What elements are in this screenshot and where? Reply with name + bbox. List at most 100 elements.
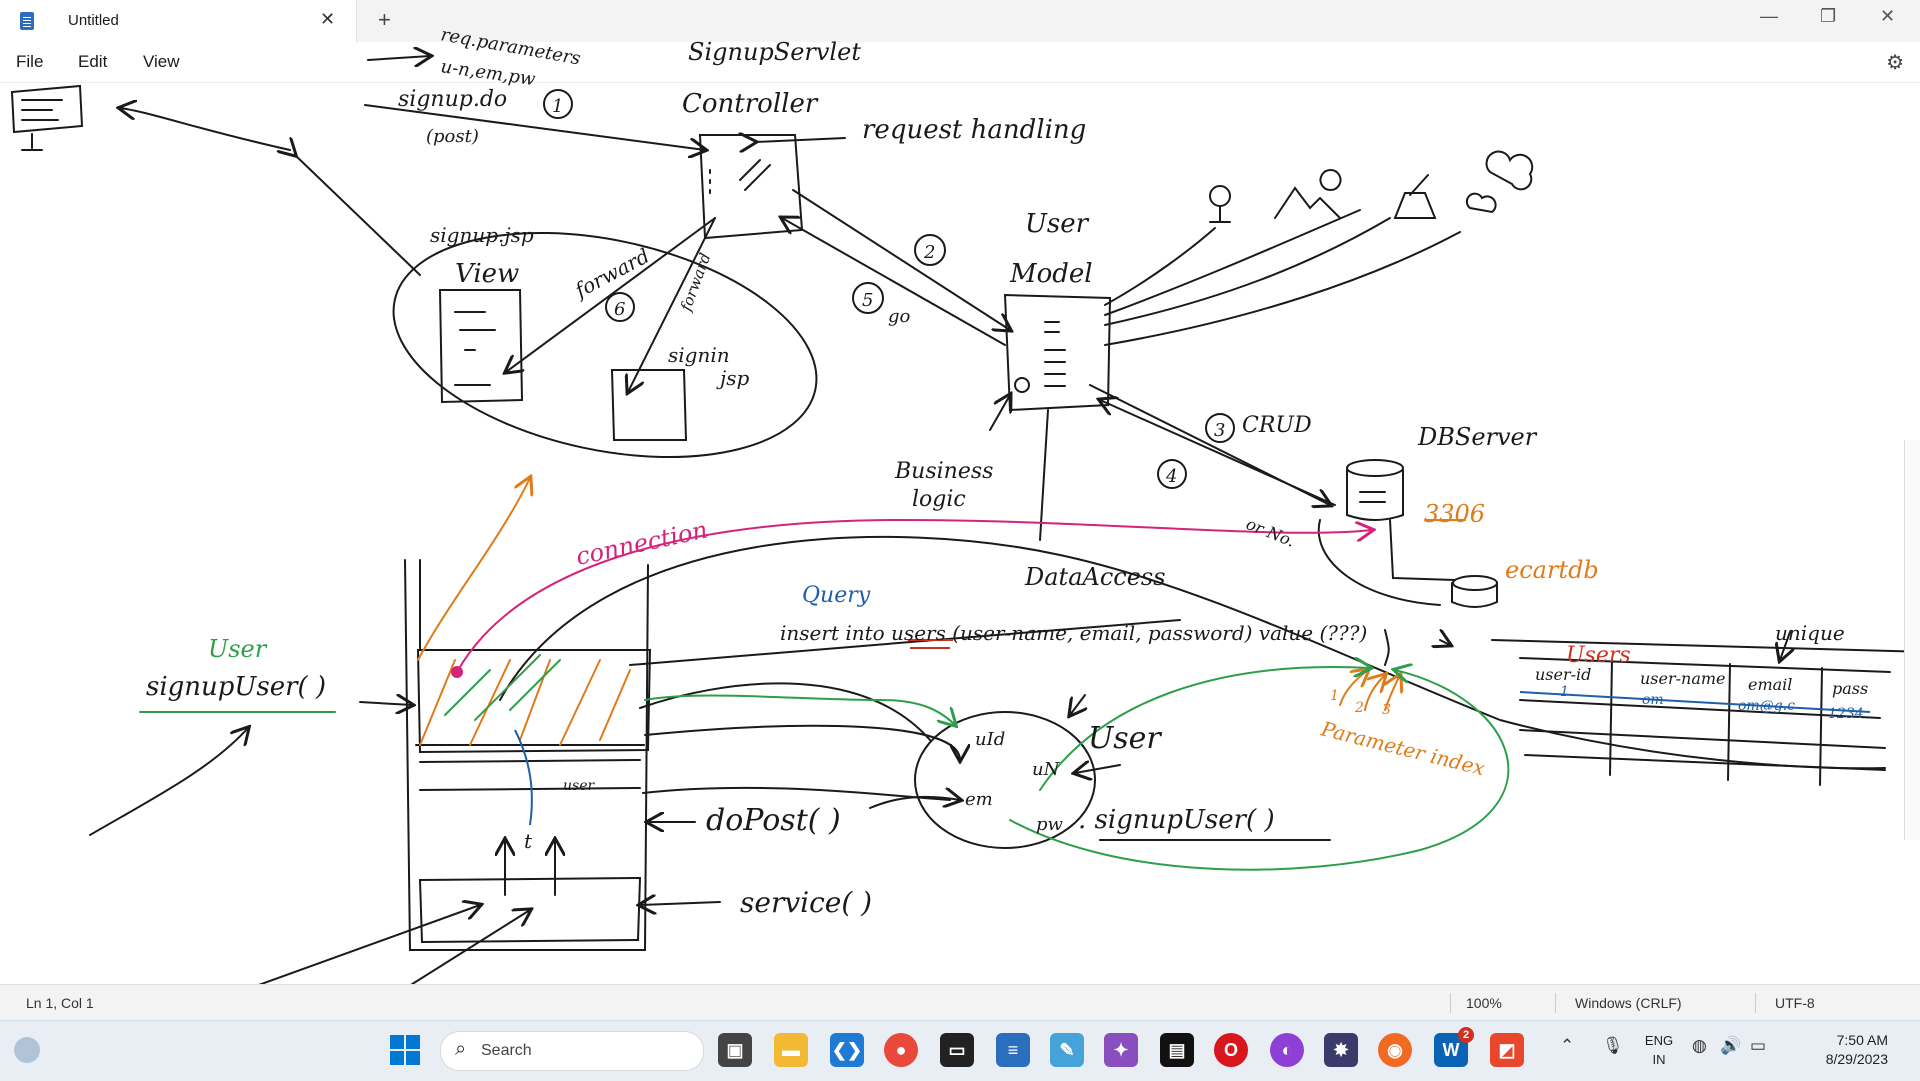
controller-box <box>698 134 804 240</box>
notification-badge: 2 <box>1458 1027 1474 1043</box>
view-label: View <box>455 259 519 289</box>
start-windows-icon[interactable] <box>390 1035 420 1065</box>
snip-icon[interactable]: ◩ <box>1490 1033 1524 1067</box>
network-icon[interactable]: ◍ <box>1692 1036 1707 1055</box>
app-icon[interactable]: ✦ <box>1104 1033 1138 1067</box>
signup-user-call: . signupUser( ) <box>1078 805 1275 835</box>
insert-query-label: insert into users (user-name, email, pas… <box>780 621 1367 645</box>
signin-jsp-label: jsp <box>716 366 749 390</box>
lang-primary: ENG <box>1644 1033 1674 1048</box>
em-field: em <box>965 789 993 810</box>
microphone-icon[interactable]: 🎙 <box>1602 1036 1624 1055</box>
step-3: 3 <box>1214 420 1225 441</box>
un-field: uN <box>1032 759 1061 780</box>
col-user-id: user-id <box>1535 665 1591 684</box>
forward-label-2: forward <box>677 251 715 315</box>
go-label: go <box>888 306 911 327</box>
step-6: 6 <box>614 299 625 320</box>
or-no-label: or No. <box>1244 514 1298 551</box>
taskbar-clock[interactable]: 7:50 AM 8/29/2023 <box>1778 1031 1888 1069</box>
row-user-name: om <box>1642 692 1664 708</box>
menu-view[interactable]: View <box>143 52 180 71</box>
user-object-label: User <box>1088 721 1162 756</box>
side-panel[interactable] <box>1904 440 1920 840</box>
col-pass: pass <box>1832 679 1868 698</box>
media-icon[interactable]: ◐ <box>1270 1033 1304 1067</box>
dbserver-label: DBServer <box>1417 423 1538 451</box>
view-box <box>438 289 524 404</box>
status-bar: Ln 1, Col 1 100% Windows (CRLF) UTF-8 <box>0 984 1920 1021</box>
person-sketch-icon <box>1209 185 1231 207</box>
ecartdb-cylinder <box>1451 582 1498 608</box>
firefox-icon[interactable]: ◉ <box>1378 1033 1412 1067</box>
step-5: 5 <box>862 290 873 311</box>
param-index-1: 1 <box>1330 688 1339 704</box>
signin-box <box>610 369 688 441</box>
chrome-icon[interactable]: ● <box>884 1033 918 1067</box>
user-model-label-1: User <box>1025 209 1090 239</box>
line-ending[interactable]: Windows (CRLF) <box>1575 995 1682 1011</box>
mysql-icon[interactable]: ▤ <box>1160 1033 1194 1067</box>
signup-user-label: signupUser( ) <box>146 672 326 702</box>
db-cylinder <box>1346 469 1404 521</box>
opera-icon[interactable]: O <box>1214 1033 1248 1067</box>
unique-label: unique <box>1775 621 1845 645</box>
cloud-sketch-icon <box>1465 192 1497 214</box>
clock-date: 8/29/2023 <box>1825 1051 1888 1067</box>
step-4: 4 <box>1165 466 1177 487</box>
tab-close-button[interactable]: ✕ <box>320 9 336 29</box>
users-table-title: Users <box>1566 643 1631 668</box>
post-label: (post) <box>426 126 479 147</box>
user-object-ellipse <box>914 711 1096 849</box>
search-placeholder: Search <box>481 1042 532 1059</box>
paint-icon[interactable]: ✎ <box>1050 1033 1084 1067</box>
cursor-position: Ln 1, Col 1 <box>26 995 94 1011</box>
lang-secondary: IN <box>1652 1052 1666 1067</box>
task-view-icon[interactable]: ▣ <box>718 1033 752 1067</box>
whiteboard-icon[interactable]: W 2 <box>1434 1027 1474 1067</box>
param-index-3: 3 <box>1382 702 1391 718</box>
restore-button[interactable]: ❐ <box>1820 6 1837 26</box>
crud-label: CRUD <box>1242 413 1312 438</box>
service-label: service( ) <box>740 886 872 919</box>
menu-edit[interactable]: Edit <box>78 52 108 71</box>
menu-file[interactable]: File <box>16 52 44 71</box>
battery-icon[interactable]: ▭ <box>1750 1036 1767 1055</box>
settings-gear-icon[interactable]: ⚙ <box>1886 52 1904 74</box>
close-window-button[interactable]: ✕ <box>1880 6 1896 26</box>
signup-do-label: signup.do <box>398 87 507 112</box>
volume-icon[interactable]: 🔊 <box>1720 1036 1742 1055</box>
language-indicator[interactable]: ENG IN <box>1642 1031 1676 1069</box>
eclipse-icon[interactable]: ✸ <box>1324 1033 1358 1067</box>
signin-label: signin <box>668 343 730 367</box>
step-2: 2 <box>923 242 935 263</box>
terminal-icon[interactable]: ▭ <box>940 1033 974 1067</box>
t-label: t <box>524 829 533 853</box>
business-logic-label-1: Business <box>894 459 993 484</box>
document-tab[interactable]: Untitled ✕ <box>0 0 357 42</box>
connection-label: connection <box>573 516 710 571</box>
menu-bar: File Edit View ⚙ <box>0 42 1920 83</box>
pw-field: pw <box>1036 814 1064 835</box>
vscode-icon[interactable]: ❮❯ <box>830 1033 864 1067</box>
weather-icon[interactable] <box>14 1037 40 1063</box>
minimize-button[interactable]: — <box>1760 6 1778 26</box>
user-green-label: User <box>208 635 268 663</box>
notepad-icon <box>20 12 34 30</box>
new-tab-button[interactable]: + <box>378 7 391 32</box>
signup-jsp-label: signup.jsp <box>430 223 534 247</box>
user-model-label-2: Model <box>1009 259 1093 289</box>
user-small-label: user <box>563 778 595 794</box>
query-label: Query <box>802 583 871 608</box>
encoding[interactable]: UTF-8 <box>1775 995 1815 1011</box>
file-explorer-icon[interactable]: ▬ <box>774 1033 808 1067</box>
param-index-2: 2 <box>1354 700 1364 716</box>
port-label: 3306 <box>1424 500 1485 528</box>
zoom-level[interactable]: 100% <box>1466 995 1502 1011</box>
taskbar-search[interactable]: ⌕ Search <box>440 1031 704 1071</box>
monitor-sketch <box>10 84 84 134</box>
notepad-taskbar-icon[interactable]: ≡ <box>996 1033 1030 1067</box>
dopost-label: doPost( ) <box>706 803 841 838</box>
tray-chevron-icon[interactable]: ⌃ <box>1560 1036 1575 1055</box>
